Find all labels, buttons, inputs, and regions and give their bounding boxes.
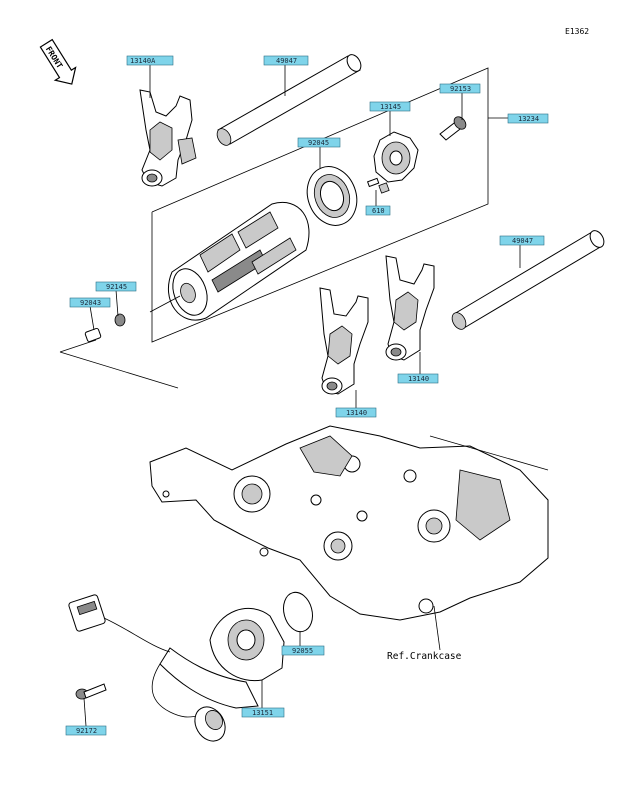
label-13140a[interactable]: 13140A [126, 55, 174, 66]
label-49047-lower-text: 49047 [512, 237, 533, 245]
shift-rod-49047-lower[interactable] [449, 228, 606, 332]
front-arrow-icon: FRONT [39, 38, 77, 85]
label-49047-upper[interactable]: 49047 [263, 55, 309, 66]
label-92172[interactable]: 92172 [65, 725, 107, 736]
crankcase-section [149, 425, 549, 651]
label-13140a-text: 13140A [130, 57, 156, 65]
label-13234[interactable]: 13234 [507, 113, 549, 124]
label-13151[interactable]: 13151 [241, 707, 285, 718]
gear-position-sensor-13151[interactable] [159, 607, 285, 709]
pin-610[interactable] [366, 177, 380, 188]
label-92055[interactable]: 92055 [281, 645, 325, 656]
label-92045[interactable]: 92045 [297, 137, 341, 148]
label-13151-text: 13151 [252, 709, 273, 717]
label-13145-text: 13145 [380, 103, 401, 111]
label-92145[interactable]: 92145 [95, 281, 137, 292]
shift-cam-13145[interactable] [373, 131, 419, 194]
diagram-code: E1362 [565, 27, 589, 36]
label-92043-text: 92043 [80, 299, 101, 307]
ref-crankcase-label: Ref.Crankcase [387, 651, 462, 662]
o-ring-92055[interactable] [279, 589, 316, 646]
label-13140-right[interactable]: 13140 [397, 373, 439, 384]
bolt-92172[interactable] [75, 683, 107, 727]
shift-rod-49047-upper[interactable] [214, 52, 363, 148]
label-49047-lower[interactable]: 49047 [499, 235, 545, 246]
shift-fork-13140a[interactable] [139, 89, 197, 187]
plug-92145[interactable] [114, 313, 126, 327]
label-92043[interactable]: 92043 [69, 297, 111, 308]
leader-lines [89, 64, 521, 408]
label-13140-middle-text: 13140 [346, 409, 367, 417]
label-92153[interactable]: 92153 [439, 83, 481, 94]
label-13145[interactable]: 13145 [369, 101, 411, 112]
shift-drum[interactable] [149, 202, 310, 321]
label-49047-upper-text: 49047 [276, 57, 297, 65]
shift-fork-13140-right[interactable] [385, 255, 435, 361]
label-13140-middle[interactable]: 13140 [335, 407, 377, 418]
bearing-92045[interactable] [299, 160, 365, 233]
label-13140-right-text: 13140 [408, 375, 429, 383]
label-92045-text: 92045 [308, 139, 329, 147]
label-92145-text: 92145 [106, 283, 127, 291]
assembly-bracket [59, 67, 508, 389]
label-13234-text: 13234 [518, 115, 539, 123]
shift-fork-13140-middle[interactable] [319, 287, 369, 395]
pin-92043[interactable] [84, 327, 102, 343]
label-610[interactable]: 610 [365, 205, 391, 216]
label-92172-text: 92172 [76, 727, 97, 735]
wiring-connector[interactable] [68, 594, 231, 746]
bolt-92153[interactable] [439, 114, 468, 141]
label-92153-text: 92153 [450, 85, 471, 93]
label-92055-text: 92055 [292, 647, 313, 655]
label-610-text: 610 [372, 207, 385, 215]
